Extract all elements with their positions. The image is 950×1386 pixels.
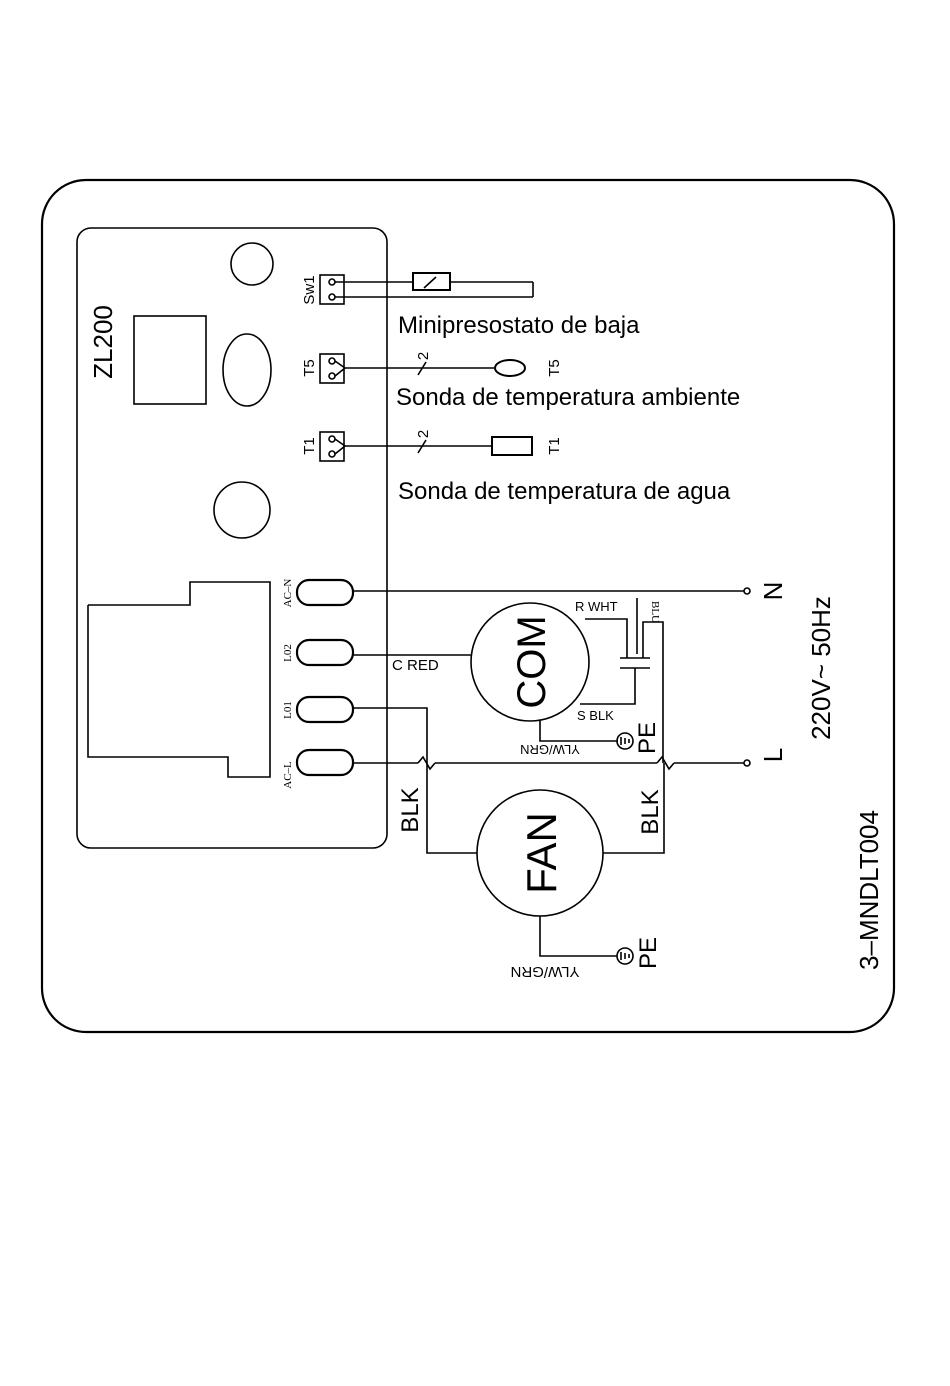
terminal-ac-n-label: AC–N [282, 579, 294, 608]
board-mounting-hole [214, 482, 270, 538]
compressor-run-wire-label: R WHT [575, 599, 618, 614]
water-probe-tag: T1 [546, 437, 563, 455]
neutral-label: N [758, 582, 788, 601]
terminal-ac-n: AC–N [282, 579, 353, 608]
terminal-ac-l-label: AC–L [282, 761, 294, 789]
fan-circuit: FAN BLK BLK YLW/GRN PE [353, 708, 664, 980]
board-display-window [134, 316, 206, 404]
water-probe-label: Sonda de temperatura de agua [398, 478, 731, 505]
water-wire-count: 2 [415, 430, 432, 438]
fan-right-wire-label: BLK [637, 789, 664, 834]
terminal-l02-label: L02 [282, 644, 294, 662]
ambient-probe-tag: T5 [546, 359, 563, 377]
ambient-probe-symbol [495, 360, 525, 376]
diagram-frame [42, 180, 894, 1032]
ambient-probe-circuit: 2 T5 Sonda de temperatura ambiente [335, 352, 740, 411]
connector-t1-label: T1 [301, 437, 318, 455]
water-probe-circuit: 2 T1 Sonda de temperatura de agua [335, 430, 731, 505]
terminal-l01-label: L01 [282, 701, 294, 719]
terminal-ac-l: AC–L [282, 750, 353, 789]
terminal-l01: L01 [282, 697, 353, 722]
ambient-wire-count: 2 [415, 352, 432, 360]
terminal-l02: L02 [282, 640, 353, 665]
board-mounting-hole [231, 243, 273, 285]
compressor-blue-wire-label: BLU [649, 601, 661, 623]
run-capacitor-symbol [620, 658, 650, 668]
connector-sw1-label: Sw1 [301, 275, 318, 304]
fan-label: FAN [518, 812, 565, 894]
fan-earth-label: PE [635, 937, 662, 969]
compressor-start-wire-label: S BLK [577, 708, 614, 723]
connector-t5: T5 [301, 354, 344, 383]
water-probe-symbol [492, 437, 532, 455]
live-label: L [758, 748, 788, 762]
board-model-label: ZL200 [88, 305, 118, 379]
ambient-probe-label: Sonda de temperatura ambiente [396, 384, 740, 411]
compressor-circuit: COM C RED R WHT S BLK BLU YLW/GRN PE [353, 598, 663, 763]
control-board: ZL200 [77, 228, 387, 848]
supply-rating-label: 220V~ 50Hz [806, 596, 836, 740]
connector-sw1: Sw1 [301, 275, 344, 305]
compressor-earth-wire-label: YLW/GRN [520, 742, 580, 757]
compressor-common-wire-label: C RED [392, 657, 439, 674]
fan-earth-wire-label: YLW/GRN [511, 963, 580, 980]
board-relay-block [88, 582, 270, 777]
connector-t5-label: T5 [301, 359, 318, 377]
drawing-code-label: 3–MNDLT004 [854, 810, 884, 970]
connector-t1: T1 [301, 432, 344, 461]
compressor-label: COM [510, 615, 554, 708]
compressor-earth-label: PE [634, 722, 661, 754]
board-mounting-hole [223, 334, 271, 406]
fan-left-wire-label: BLK [397, 787, 424, 832]
pressure-switch-label: Minipresostato de baja [398, 312, 640, 339]
pressure-switch-circuit: Minipresostato de baja [335, 273, 640, 339]
